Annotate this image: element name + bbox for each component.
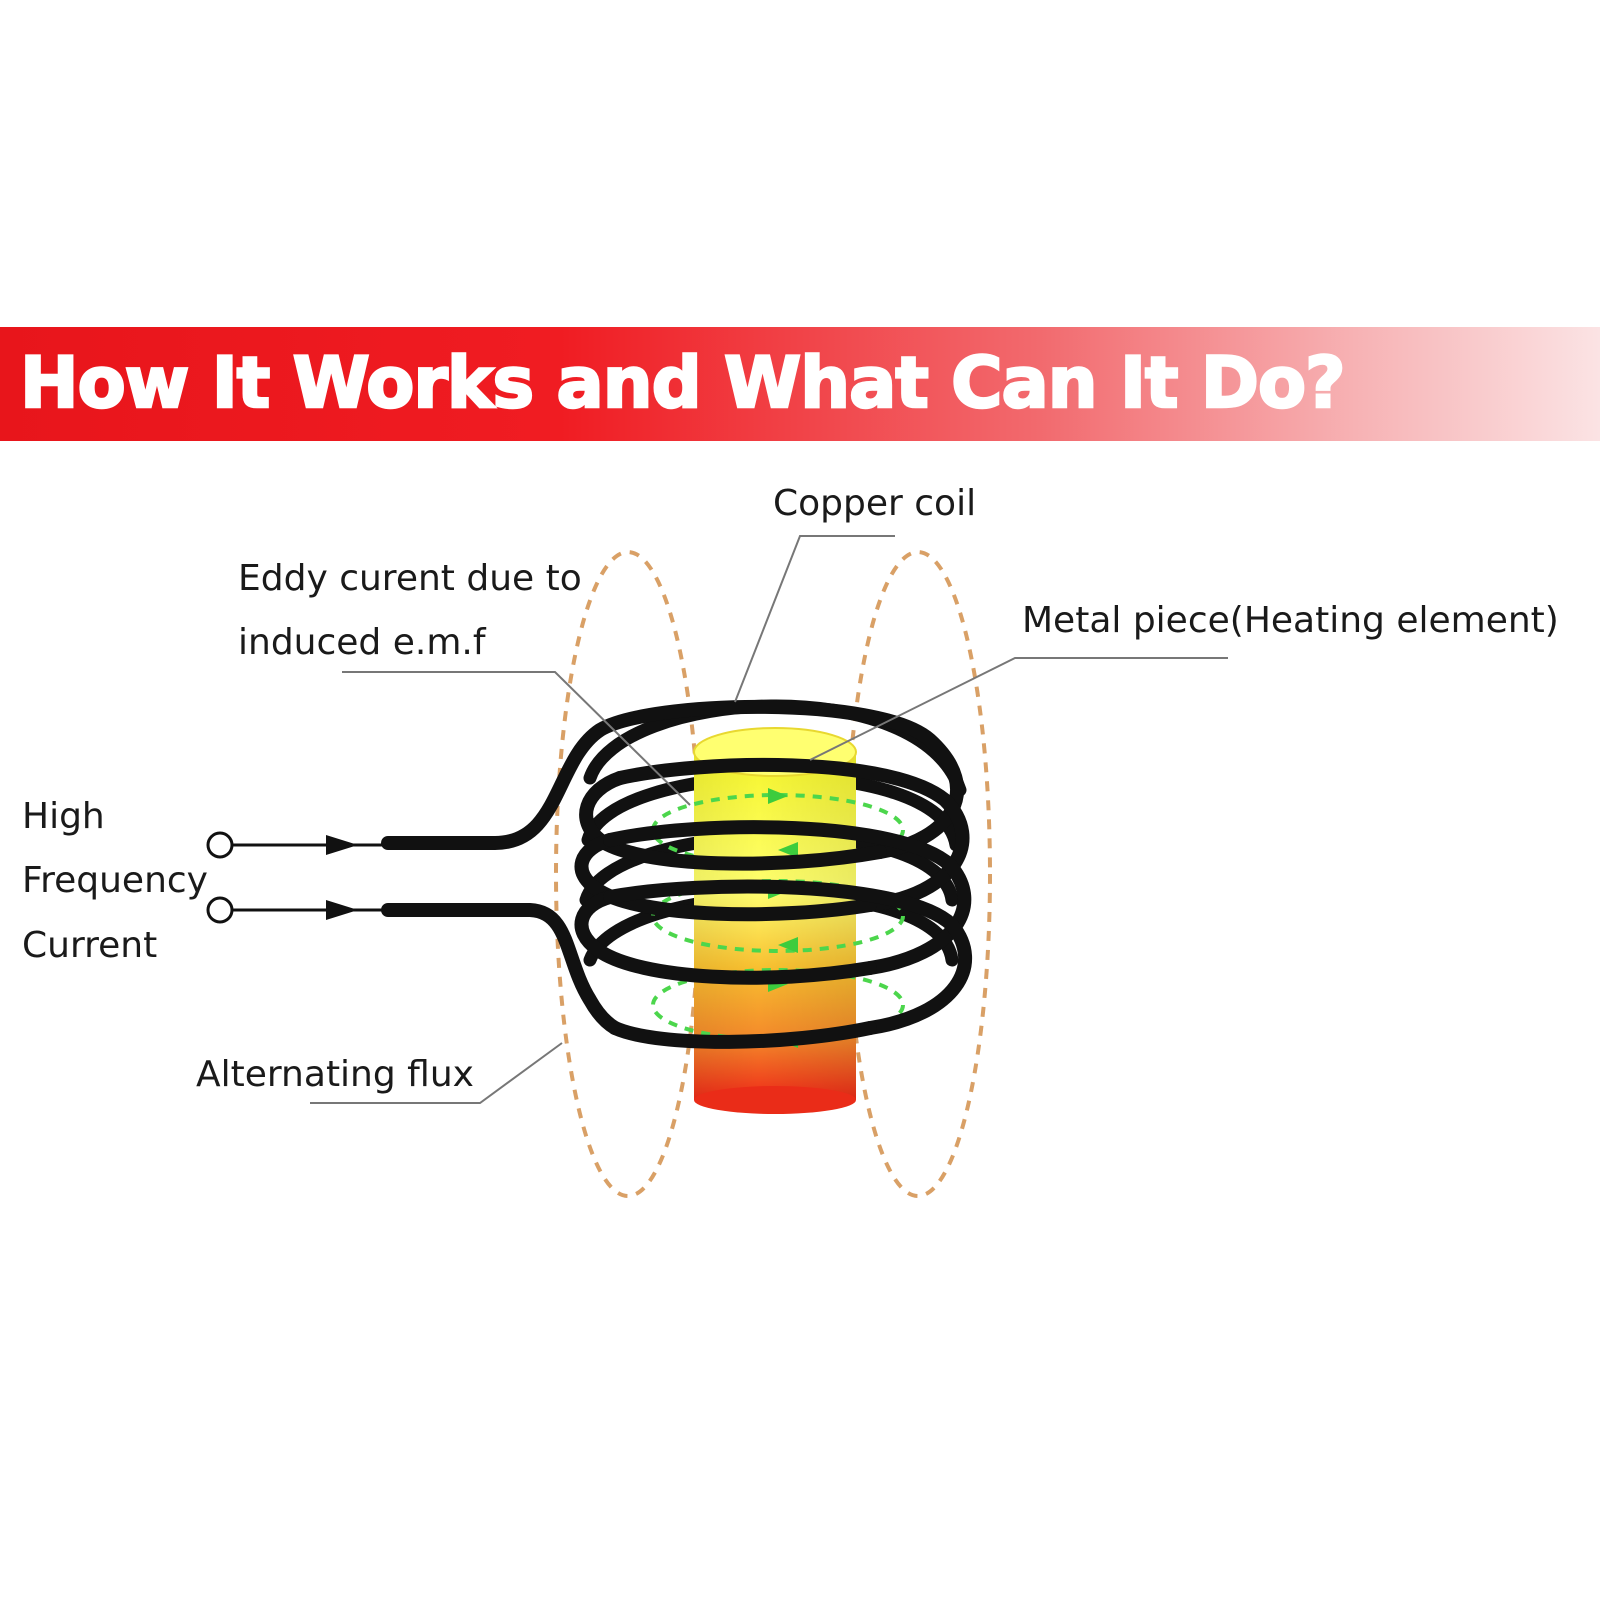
title-banner xyxy=(0,327,1600,441)
label-copper-coil: Copper coil xyxy=(773,483,976,524)
input-terminals xyxy=(206,831,388,924)
label-eddy-line2: induced e.m.f xyxy=(238,622,487,663)
eddy-currents xyxy=(651,793,905,1042)
arrow-bottom xyxy=(326,900,358,920)
flux-loop-right xyxy=(844,550,992,1198)
leader-lines xyxy=(310,535,1228,1104)
leader-eddy xyxy=(342,671,691,806)
label-hf-line3: Current xyxy=(22,925,157,966)
label-metal-piece: Metal piece(Heating element) xyxy=(1022,600,1559,641)
arrow-top xyxy=(326,835,358,855)
page-title: How It Works and What Can It Do? xyxy=(19,341,1347,426)
terminal-bottom xyxy=(206,896,234,924)
leader-copper-coil xyxy=(734,535,895,703)
copper-coil xyxy=(381,699,973,1049)
label-hf-line2: Frequency xyxy=(22,860,208,901)
label-eddy-line1: Eddy curent due to xyxy=(238,558,582,599)
label-alt-flux: Alternating flux xyxy=(196,1054,474,1095)
terminal-top xyxy=(206,831,234,859)
leader-metal-piece xyxy=(809,657,1228,761)
leader-alt-flux xyxy=(310,1042,563,1104)
label-hf-line1: High xyxy=(22,796,105,837)
